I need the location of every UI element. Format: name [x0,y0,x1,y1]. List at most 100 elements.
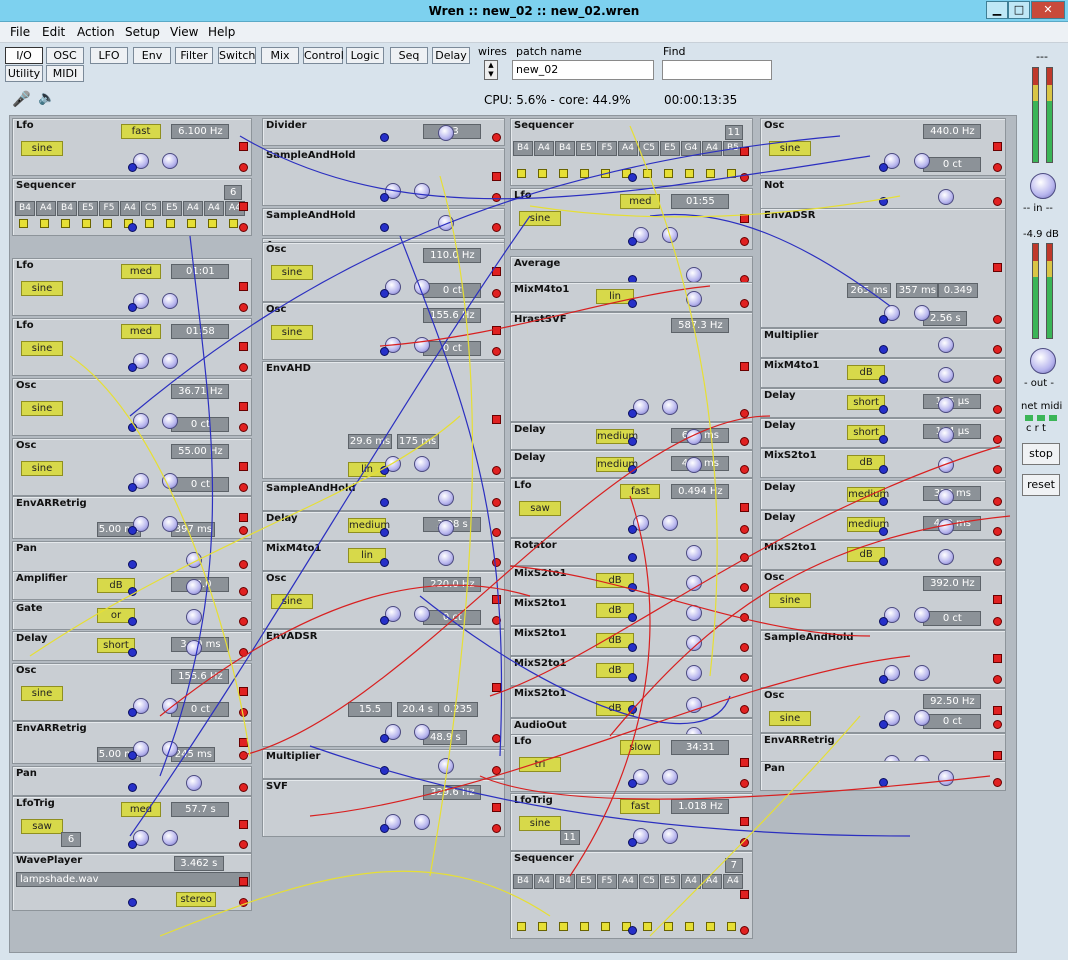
tab-lfo[interactable]: LFO [90,47,128,64]
knob[interactable] [661,515,678,531]
knob[interactable] [661,399,678,415]
output-jack[interactable] [239,687,248,696]
input-jack[interactable] [128,363,138,372]
input-jack[interactable] [879,617,889,626]
output-jack[interactable] [239,751,248,760]
knob[interactable] [161,353,178,369]
output-jack[interactable] [740,437,749,446]
knob[interactable] [685,291,702,307]
knob[interactable] [685,545,702,561]
mode-button[interactable]: dB [847,365,886,380]
sequencer-step-note[interactable]: E5 [660,874,680,889]
output-jack[interactable] [239,560,248,569]
tab-env[interactable]: Env [133,47,171,64]
output-jack[interactable] [993,705,1002,715]
input-jack[interactable] [128,783,138,792]
output-jack[interactable] [993,720,1002,729]
patch-name-input[interactable]: new_02 [512,60,654,80]
output-jack[interactable] [492,133,501,142]
output-jack[interactable] [239,303,248,312]
rate-range-button[interactable]: med [620,194,661,209]
sequencer-step-note[interactable]: G4 [681,141,701,156]
output-jack[interactable] [993,617,1002,626]
knob[interactable] [413,606,430,622]
knob[interactable] [437,758,454,774]
rate-range-button[interactable]: fast [620,484,661,499]
input-jack[interactable] [627,525,637,534]
input-jack[interactable] [379,824,389,833]
output-jack[interactable] [239,783,248,792]
waveform-selector[interactable]: sine [769,593,811,608]
mode-button[interactable]: short [847,425,886,440]
knob[interactable] [938,367,955,383]
output-jack[interactable] [740,613,749,622]
menu-setup[interactable]: Setup [125,25,160,39]
sequencer-step-note[interactable]: A4 [534,141,554,156]
input-jack[interactable] [879,465,889,474]
input-jack[interactable] [879,375,889,384]
input-jack[interactable] [879,675,889,684]
input-jack[interactable] [627,779,637,788]
module-pan[interactable]: Pan [12,766,252,796]
rate-range-button[interactable]: med [121,264,161,279]
sequencer-step-note[interactable]: E5 [576,874,596,889]
input-jack[interactable] [128,223,138,232]
module-amplifier[interactable]: Amplifier12.0dB [12,571,252,600]
tab-utility[interactable]: Utility [5,65,43,82]
input-jack[interactable] [627,926,637,935]
input-jack[interactable] [627,583,637,592]
module-divider[interactable]: Divider63 [262,118,505,146]
output-jack[interactable] [492,347,501,356]
mode-button[interactable]: short [847,395,886,410]
output-jack[interactable] [492,824,501,833]
output-jack[interactable] [239,462,248,471]
knob[interactable] [161,153,178,169]
waveform-selector[interactable]: saw [519,501,561,516]
input-jack[interactable] [879,197,889,206]
tab-midi[interactable]: MIDI [46,65,84,82]
input-jack[interactable] [379,498,389,507]
output-jack[interactable] [492,528,501,537]
output-jack[interactable] [993,750,1002,760]
knob[interactable] [938,457,955,473]
output-jack[interactable] [740,643,749,652]
sequencer-step-note[interactable]: E5 [576,141,596,156]
output-jack[interactable] [993,527,1002,536]
waveform-selector[interactable]: sine [769,141,811,156]
output-jack[interactable] [740,299,749,308]
output-jack[interactable] [740,503,749,512]
output-jack[interactable] [993,675,1002,684]
knob[interactable] [161,516,178,532]
output-jack[interactable] [740,525,749,534]
knob[interactable] [161,830,178,846]
knob[interactable] [913,305,930,321]
output-jack[interactable] [239,898,248,907]
output-jack[interactable] [492,683,501,692]
tab-mix[interactable]: Mix [261,47,299,64]
knob[interactable] [685,267,702,283]
sequencer-step-note[interactable]: B4 [57,201,77,216]
input-jack[interactable] [128,423,138,432]
input-jack[interactable] [128,648,138,657]
output-jack[interactable] [239,202,248,211]
output-jack[interactable] [740,173,749,182]
output-jack[interactable] [740,838,749,847]
rate-range-button[interactable]: fast [121,124,161,139]
knob[interactable] [884,305,900,321]
output-jack[interactable] [993,142,1002,151]
output-jack[interactable] [740,237,749,246]
